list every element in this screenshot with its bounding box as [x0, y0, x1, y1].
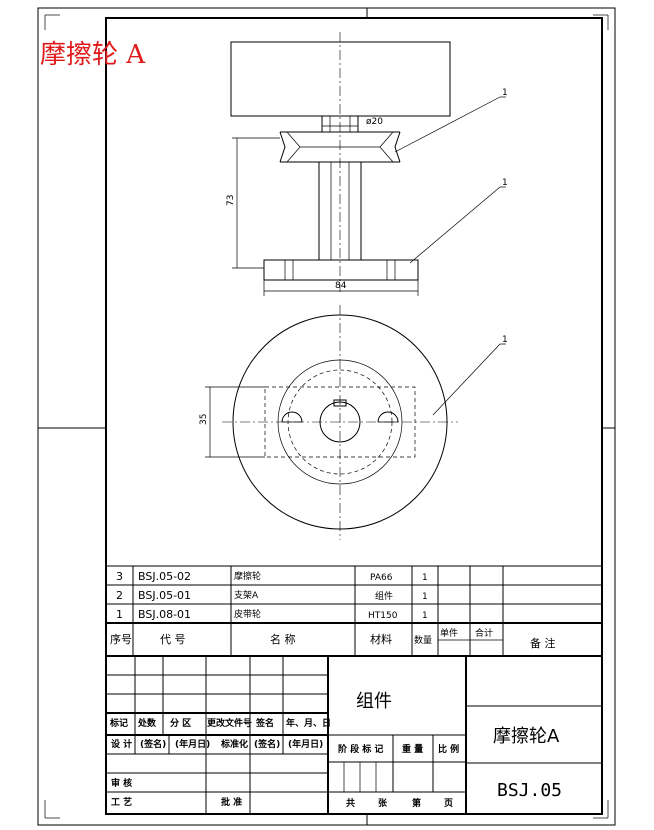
tb-name: 摩擦轮A	[493, 726, 560, 747]
dim-base-width: 84	[335, 281, 347, 291]
leader-label-2: 1	[502, 178, 508, 188]
part-3-code: BSJ.05-02	[138, 570, 191, 583]
header-no: 序号	[110, 632, 132, 646]
outer-border	[37, 7, 616, 826]
part-3-qty: 1	[422, 573, 428, 583]
tb-design-date: (年月日)	[175, 738, 210, 750]
leader-label-1: 1	[502, 88, 508, 98]
header-code: 代 号	[160, 633, 186, 646]
tb-weight: 重 量	[402, 743, 423, 755]
part-2-material: 组件	[375, 590, 393, 602]
tb-review: 审 核	[111, 777, 132, 789]
part-2-qty: 1	[422, 592, 428, 602]
top-view: 35 1	[199, 305, 508, 540]
tb-standard-date: (年月日)	[288, 738, 323, 750]
tb-standard-sign: (签名)	[254, 738, 280, 750]
front-view: ø20 73 84 1 1	[226, 32, 508, 296]
leader-label-3: 1	[502, 335, 508, 345]
inner-border	[105, 17, 603, 815]
tb-approve: 批 准	[221, 796, 242, 808]
header-total: 合计	[475, 627, 493, 639]
tb-type: 组件	[356, 691, 392, 712]
part-1-material: HT150	[368, 611, 398, 621]
part-1-no: 1	[116, 608, 123, 621]
part-2-name: 支架A	[234, 589, 259, 601]
part-1-name: 皮带轮	[234, 608, 261, 620]
part-1-code: BSJ.08-01	[138, 608, 191, 621]
red-title: 摩擦轮 A	[40, 40, 146, 70]
tb-count: 处数	[137, 717, 157, 729]
part-1-qty: 1	[422, 611, 428, 621]
tb-doc: 更改文件号	[207, 717, 252, 729]
tb-date: 年、月、日	[286, 717, 331, 729]
tb-zone: 分 区	[170, 717, 191, 729]
tb-sheet-no: 第	[412, 797, 421, 809]
part-3-material: PA66	[370, 573, 393, 583]
friction-wheel	[230, 41, 451, 117]
title-block: 标记 处数 分 区 更改文件号 签名 年、月、日 设 计 (签名) (年月日) …	[106, 656, 602, 814]
tb-sign: 签名	[255, 717, 274, 729]
part-3-no: 3	[116, 570, 123, 583]
tb-stage: 阶 段 标 记	[338, 743, 383, 755]
tb-process: 工 艺	[111, 796, 132, 808]
tb-code: BSJ.05	[497, 780, 562, 801]
tb-design-sign: (签名)	[140, 738, 166, 750]
header-unit: 单件	[440, 627, 458, 639]
dim-view-width: 35	[199, 414, 209, 425]
parts-list: 3 BSJ.05-02 摩擦轮 PA66 1 2 BSJ.05-01 支架A 组…	[106, 565, 602, 657]
part-2-no: 2	[116, 589, 123, 602]
tb-total-sheets: 共	[346, 797, 355, 809]
header-name: 名 称	[270, 632, 296, 646]
part-2-code: BSJ.05-01	[138, 589, 191, 602]
header-remark: 备 注	[530, 636, 556, 650]
dim-height: 73	[226, 195, 236, 206]
tb-scale: 比 例	[438, 743, 459, 755]
tb-standard: 标准化	[220, 738, 248, 750]
tb-mark: 标记	[109, 717, 128, 729]
header-material: 材料	[370, 632, 392, 646]
part-3-name: 摩擦轮	[234, 570, 261, 582]
tb-page: 页	[444, 798, 453, 809]
dim-shaft-dia: ø20	[366, 117, 383, 127]
support-base	[263, 259, 419, 281]
tb-design: 设 计	[111, 738, 132, 750]
tb-sheets: 张	[378, 797, 388, 809]
header-qty: 数量	[414, 634, 432, 646]
